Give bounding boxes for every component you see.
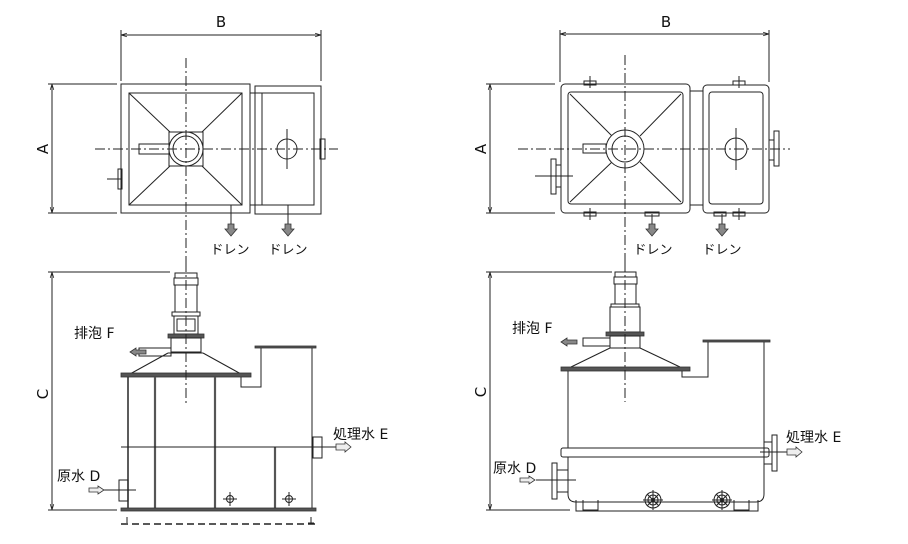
- raw-water-arrow-icon: [519, 475, 536, 485]
- drain-arrow-icon: [281, 223, 295, 237]
- foam-discharge-label: 排泡 F: [512, 321, 553, 337]
- left-elevation-view: C 排泡 F: [34, 262, 388, 525]
- drain-label: ドレン: [633, 243, 672, 258]
- base-plate: [120, 507, 317, 512]
- dimension-label-c: C: [34, 389, 52, 399]
- dimension-a-right: A: [472, 83, 555, 214]
- drain-arrow-icon: [224, 223, 238, 237]
- drain-label: ドレン: [702, 243, 741, 258]
- side-tank-inner: [708, 91, 764, 205]
- dimension-b-right: B: [559, 13, 770, 82]
- mid-flange-band: [560, 447, 770, 458]
- drain-right-main: ドレン: [633, 214, 673, 258]
- raw-water-flange: [551, 462, 558, 500]
- raw-water-label: 原水 D: [493, 461, 536, 477]
- dimension-label-c: C: [472, 387, 490, 397]
- foam-arrow-icon: [560, 337, 578, 347]
- treated-water-label: 処理水 E: [333, 427, 388, 443]
- dimension-label-a: A: [34, 143, 52, 154]
- side-tank-outline: [254, 85, 322, 215]
- drain-valve: [223, 492, 237, 506]
- drain-label: ドレン: [210, 243, 249, 258]
- foam-outlet-pipe: [582, 337, 611, 347]
- treated-water-arrow-icon: [335, 441, 352, 453]
- drain-valve-wheel: [643, 490, 663, 510]
- dimension-c-right: C: [472, 271, 612, 511]
- raw-water-arrow-icon: [88, 485, 105, 495]
- dimension-a-left: A: [34, 83, 117, 214]
- right-elevation-view: C 排泡 F 処理水 E 原水 D: [472, 262, 841, 512]
- raw-water-label: 原水 D: [57, 469, 100, 485]
- drain-valve-wheel: [712, 490, 732, 510]
- drain-label: ドレン: [268, 243, 307, 258]
- dimension-c-left: C: [34, 271, 170, 511]
- dimension-label-b: B: [661, 13, 671, 31]
- left-plan-view: B A: [34, 13, 338, 262]
- right-plan-view: B A: [472, 13, 790, 262]
- drain-left-side: ドレン: [268, 205, 308, 258]
- treated-water-flange: [771, 434, 778, 472]
- foam-arrow-icon: [129, 347, 147, 357]
- treated-water-arrow-icon: [786, 446, 803, 458]
- drain-arrow-icon: [715, 223, 729, 237]
- drain-left-main: ドレン: [210, 205, 250, 258]
- drain-arrow-icon: [645, 223, 659, 237]
- treated-water-label: 処理水 E: [786, 430, 841, 446]
- dimension-label-a: A: [472, 143, 490, 154]
- dimension-b-left: B: [120, 13, 322, 81]
- dimension-label-b: B: [216, 13, 226, 31]
- treated-water-flange-plan: [768, 139, 775, 161]
- drain-valve: [282, 492, 296, 506]
- foam-discharge-label: 排泡 F: [74, 326, 115, 342]
- drain-right-side: ドレン: [702, 214, 742, 258]
